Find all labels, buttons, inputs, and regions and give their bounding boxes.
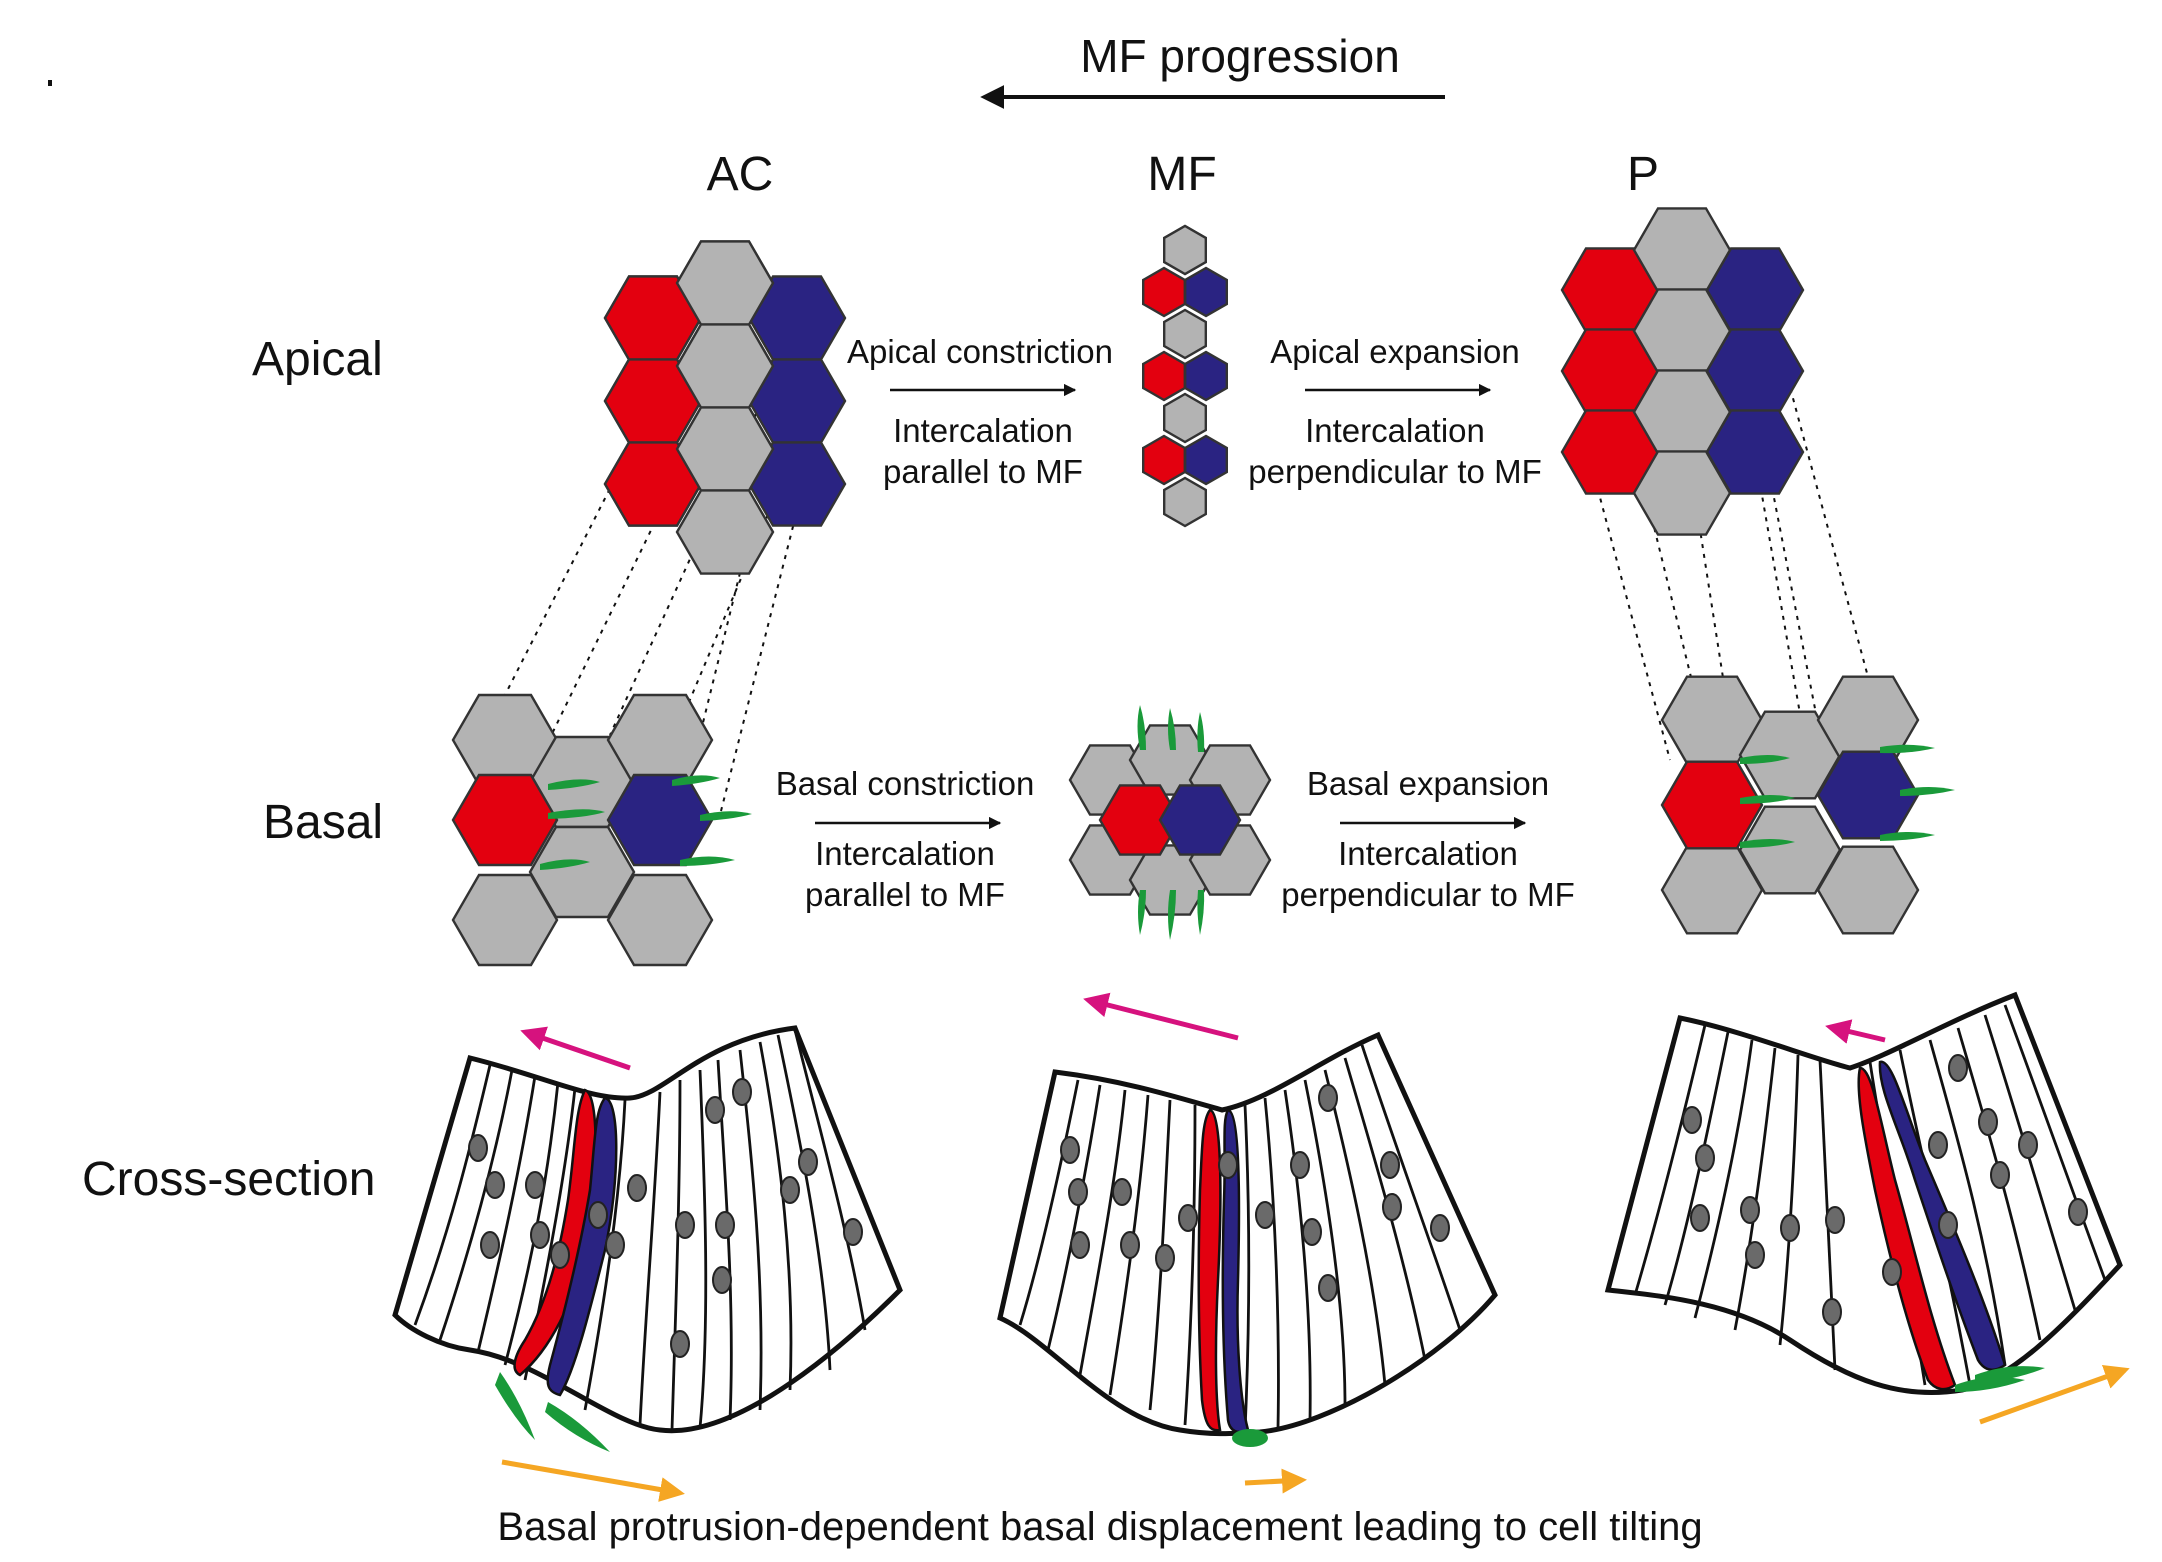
cross-section-p-magenta-arrow <box>1825 1019 1886 1044</box>
transition-basal-2-line2: perpendicular to MF <box>1281 876 1574 913</box>
transition-apical-1-line2: parallel to MF <box>883 453 1083 490</box>
transition-basal-2-action: Basal expansion <box>1307 765 1549 802</box>
row-label-basal: Basal <box>263 796 383 849</box>
cross-section-p-orange-arrow <box>1979 1364 2130 1425</box>
hex-cell-red <box>1098 784 1182 856</box>
cross-section-ac-fibers <box>413 1029 867 1431</box>
apical-hex-grid-ac <box>603 240 847 575</box>
transition-apical-2-action: Apical expansion <box>1270 333 1520 370</box>
basal-protrusions-ac <box>540 775 752 870</box>
cross-section-ac-blue-cell <box>546 1096 618 1397</box>
transition-apical-1-action: Apical constriction <box>847 333 1113 370</box>
cross-section-mf-orange-arrow <box>1244 1468 1307 1494</box>
cross-section-p-red-cell <box>1857 1066 1957 1391</box>
cross-section-ac-protrusion-1 <box>495 1372 535 1440</box>
cross-section-mf-red-cell <box>1197 1108 1222 1432</box>
hex-cell-grey <box>1162 392 1208 444</box>
cross-section-ac <box>392 1025 903 1502</box>
row-label-apical: Apical <box>252 333 383 386</box>
hex-cell-grey <box>1162 476 1208 528</box>
transition-basal-1: Basal constriction Intercalation paralle… <box>776 765 1035 913</box>
cross-section-p <box>1604 991 2130 1425</box>
hex-cell-red <box>1141 266 1187 318</box>
transition-basal-1-line1: Intercalation <box>815 835 995 872</box>
cross-section-mf-nuclei <box>1060 1084 1450 1302</box>
hex-cell-grey <box>1162 308 1208 360</box>
transition-apical-2-line1: Intercalation <box>1305 412 1485 449</box>
column-header-mf: MF <box>1147 148 1216 201</box>
hex-cell-red <box>451 773 559 867</box>
cross-section-ac-protrusion-2 <box>545 1402 610 1452</box>
transition-apical-1-line1: Intercalation <box>893 412 1073 449</box>
hex-cell-blue <box>1183 434 1229 486</box>
hex-cell-blue <box>1183 350 1229 402</box>
apical-hex-grid-p <box>1560 207 1805 536</box>
cross-section-mf-protrusion <box>1232 1429 1268 1447</box>
cross-section-p-protrusion-2 <box>1975 1366 2045 1382</box>
hex-cell-grey <box>528 825 636 919</box>
hex-cell-blue <box>1183 266 1229 318</box>
transition-basal-1-action: Basal constriction <box>776 765 1035 802</box>
hex-cell-red <box>1141 434 1187 486</box>
hex-cell-red <box>603 441 703 527</box>
hex-cell-red <box>1141 350 1187 402</box>
column-header-p: P <box>1627 148 1659 201</box>
cross-section-ac-nuclei <box>468 1078 863 1358</box>
hex-cell-grey <box>1738 805 1842 895</box>
transition-apical-2: Apical expansion Intercalation perpendic… <box>1248 333 1541 490</box>
progression-label: MF progression <box>1080 30 1400 82</box>
hex-cell-red <box>1660 760 1764 850</box>
hex-cell-grey <box>675 489 775 575</box>
cross-section-p-nuclei <box>1682 1054 2088 1326</box>
cross-section-ac-magenta-arrow <box>520 1026 631 1071</box>
cross-section-p-protrusion-1 <box>1955 1376 2025 1392</box>
stray-mark <box>48 80 52 86</box>
transition-apical-1: Apical constriction Intercalation parall… <box>847 333 1113 490</box>
basal-hex-grid-mf <box>1068 724 1272 916</box>
cross-section-ac-orange-arrow <box>501 1459 685 1502</box>
transition-basal-2-line1: Intercalation <box>1338 835 1518 872</box>
hex-cell-grey <box>1162 224 1208 276</box>
hex-cell-grey <box>1632 450 1732 536</box>
hex-cell-grey <box>1738 710 1842 800</box>
transition-basal-1-line2: parallel to MF <box>805 876 1005 913</box>
column-header-ac: AC <box>707 148 774 201</box>
transition-apical-2-line2: perpendicular to MF <box>1248 453 1541 490</box>
basal-hex-grid-p <box>1660 675 1920 935</box>
figure-caption: Basal protrusion-dependent basal displac… <box>497 1505 1702 1549</box>
transition-basal-2: Basal expansion Intercalation perpendicu… <box>1281 765 1574 913</box>
basal-protrusions-p <box>1740 744 1955 848</box>
apical-hex-grid-mf <box>1141 224 1229 528</box>
cross-section-mf-magenta-arrow <box>1083 992 1239 1041</box>
hex-cell-grey <box>606 873 714 967</box>
row-label-cross-section: Cross-section <box>82 1153 375 1206</box>
basal-hex-grid-ac <box>451 693 714 967</box>
basal-protrusions-mf <box>1137 705 1205 940</box>
cross-section-mf <box>997 992 1498 1494</box>
hex-cell-grey <box>1816 845 1920 935</box>
hex-cell-blue <box>1158 784 1242 856</box>
